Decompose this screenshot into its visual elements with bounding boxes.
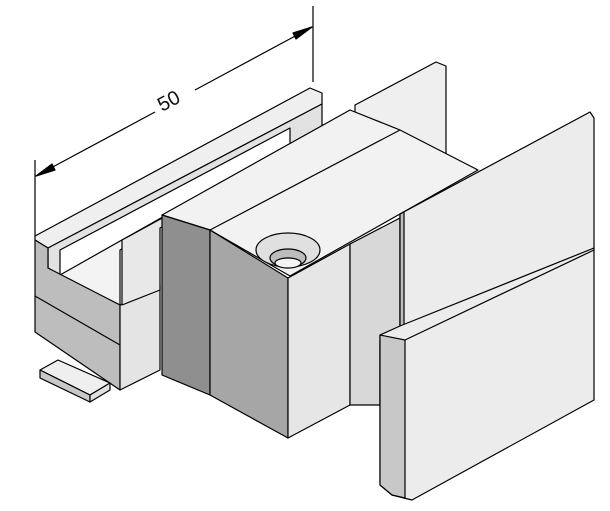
right-plate-upper-edge xyxy=(399,211,405,343)
right-plate-seam xyxy=(404,249,595,341)
center-block-face-left xyxy=(161,214,211,396)
dimension-line-left xyxy=(35,111,156,177)
right-plate-lower-edge xyxy=(379,334,406,499)
hole-bottom xyxy=(274,257,302,269)
arrowhead-right xyxy=(292,26,313,40)
center-block-face-right xyxy=(287,243,351,439)
left-block-seam xyxy=(34,295,121,346)
arrowhead-left xyxy=(35,163,56,177)
dimension-annotation xyxy=(34,6,314,238)
center-top-edge xyxy=(209,129,401,231)
tab-side xyxy=(89,382,111,403)
dimension-line-right xyxy=(194,26,313,91)
dimension-value: 50 xyxy=(154,87,184,117)
